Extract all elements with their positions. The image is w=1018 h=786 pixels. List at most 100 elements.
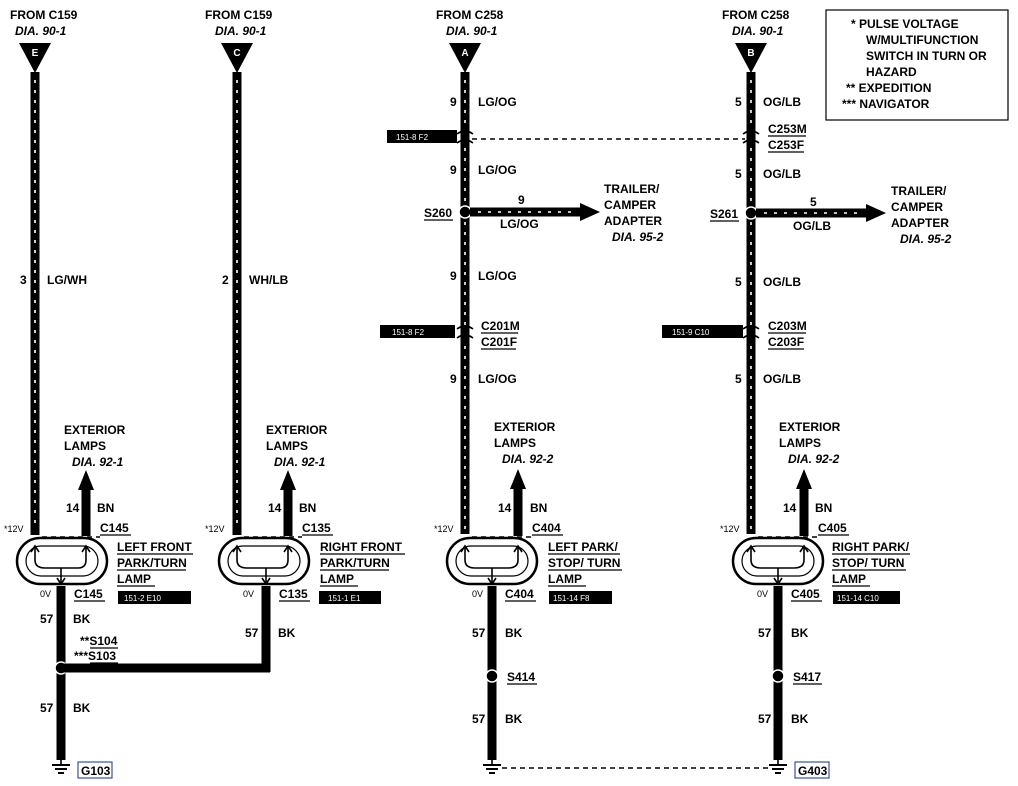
wire-color: BK <box>505 626 523 640</box>
wire-number: 14 <box>268 501 282 515</box>
from-connector-label: FROM C159 <box>10 8 78 22</box>
wire-number: 5 <box>810 195 817 209</box>
connector-label: C203M <box>768 319 807 333</box>
wire-color: BN <box>530 501 547 515</box>
circuit-a: FROM C258 DIA. 90-1 A 9 LG/OG 151-8 F2 9… <box>380 8 664 774</box>
bulb-icon <box>25 545 99 577</box>
component-ref: 151-14 C10 <box>837 594 879 603</box>
lamp-name: RIGHT FRONT <box>320 540 403 554</box>
circuit-c: FROM C159 DIA. 90-1 C 2 WH/LB EXTERIOR L… <box>205 8 405 672</box>
wire-number: 14 <box>66 501 80 515</box>
arrow-up-icon <box>510 469 526 489</box>
splice-label: S417 <box>793 670 821 684</box>
wire-color: WH/LB <box>249 273 289 287</box>
wire-color: LG/OG <box>478 372 517 386</box>
wire-number: 9 <box>450 95 457 109</box>
voltage-label: *12V <box>4 524 24 534</box>
wire-number: 5 <box>735 275 742 289</box>
voltage-label: *12V <box>720 524 740 534</box>
destination-label: ADAPTER <box>604 214 662 228</box>
destination-label: LAMPS <box>64 439 106 453</box>
lamp-name: STOP/ TURN <box>548 556 620 570</box>
legend-line: ** EXPEDITION <box>846 81 931 95</box>
destination-label: TRAILER/ <box>891 184 947 198</box>
wire-number: 57 <box>758 626 772 640</box>
wire-color: OG/LB <box>763 167 801 181</box>
connector-label: C145 <box>100 521 129 535</box>
wire-color: OG/LB <box>763 275 801 289</box>
lamp-name: PARK/TURN <box>117 556 187 570</box>
destination-label: LAMPS <box>779 436 821 450</box>
wire-number: 5 <box>735 167 742 181</box>
splice-label: ***S103 <box>74 649 116 663</box>
splice-dot <box>485 669 499 683</box>
component-ref: 151-8 F2 <box>392 328 425 337</box>
connector-pin-icon <box>221 43 253 73</box>
wire-number: 57 <box>758 712 772 726</box>
wire-number: 57 <box>40 701 54 715</box>
ground-label-box[interactable] <box>794 761 830 779</box>
wire-number: 3 <box>20 273 27 287</box>
wire-number: 57 <box>245 626 259 640</box>
ground-icon <box>52 760 70 774</box>
wire-color: BK <box>791 712 809 726</box>
circuit-b: FROM C258 DIA. 90-1 B 5 OG/LB C253M C253… <box>662 8 952 779</box>
component-ref-box <box>319 591 381 604</box>
connector-label: C405 <box>791 587 820 601</box>
destination-label: TRAILER/ <box>604 182 660 196</box>
connector-label: C201F <box>481 335 517 349</box>
voltage-label: 0V <box>243 589 254 599</box>
lamp-name: STOP/ TURN <box>832 556 904 570</box>
voltage-label: *12V <box>434 524 454 534</box>
wire-number: 14 <box>498 501 512 515</box>
connector-pin-icon <box>19 43 51 73</box>
connector-pin-icon <box>449 43 481 73</box>
connector-label: C145 <box>74 587 103 601</box>
wire-color: OG/LB <box>763 95 801 109</box>
component-ref: 151-14 F8 <box>553 594 590 603</box>
lamp-name: LEFT FRONT <box>117 540 192 554</box>
component-ref: 151-9 C10 <box>672 328 710 337</box>
destination-label: EXTERIOR <box>494 420 556 434</box>
destination-label: ADAPTER <box>891 216 949 230</box>
circuit-e: FROM C159 DIA. 90-1 E 3 LG/WH EXTERIOR L… <box>4 8 270 779</box>
lamp-name: LAMP <box>548 572 582 586</box>
diagram-ref: DIA. 92-2 <box>502 452 554 466</box>
component-ref-box <box>833 591 900 604</box>
legend-box: * PULSE VOLTAGE W/MULTIFUNCTION SWITCH I… <box>825 9 1009 121</box>
wire-number: 14 <box>783 501 797 515</box>
diagram-ref: DIA. 90-1 <box>446 24 498 38</box>
arrow-up-icon <box>78 470 94 490</box>
arrow-right-icon <box>866 204 886 222</box>
wire-color: BN <box>97 501 114 515</box>
splice-label: S414 <box>507 670 535 684</box>
pin-letter: E <box>32 48 39 59</box>
ground-label: G403 <box>798 764 828 778</box>
wire-number: 9 <box>450 163 457 177</box>
destination-label: EXTERIOR <box>266 423 328 437</box>
wire-number: 9 <box>450 372 457 386</box>
lamp-name: RIGHT PARK/ <box>832 540 910 554</box>
connector-pin-icon <box>735 43 767 73</box>
wire-number: 2 <box>222 273 229 287</box>
diagram-ref: DIA. 92-2 <box>788 452 840 466</box>
ground-label-box[interactable] <box>77 761 113 779</box>
wire-color: LG/OG <box>478 95 517 109</box>
legend-line: *** NAVIGATOR <box>842 97 930 111</box>
wire-number: 57 <box>472 626 486 640</box>
component-ref-box <box>380 325 455 338</box>
connector-icon <box>742 325 760 339</box>
lamp-name: LAMP <box>832 572 866 586</box>
ground-label: G103 <box>81 764 111 778</box>
arrow-right-icon <box>580 203 600 221</box>
lamp-name: LAMP <box>320 572 354 586</box>
lamp-name: PARK/TURN <box>320 556 390 570</box>
wire-color: BN <box>299 501 316 515</box>
component-ref: 151-8 F2 <box>396 133 429 142</box>
wire-color: LG/WH <box>47 273 87 287</box>
voltage-label: *12V <box>205 524 225 534</box>
legend-line: HAZARD <box>866 65 917 79</box>
destination-label: EXTERIOR <box>64 423 126 437</box>
from-connector-label: FROM C258 <box>436 8 504 22</box>
wire-color: LG/OG <box>478 163 517 177</box>
